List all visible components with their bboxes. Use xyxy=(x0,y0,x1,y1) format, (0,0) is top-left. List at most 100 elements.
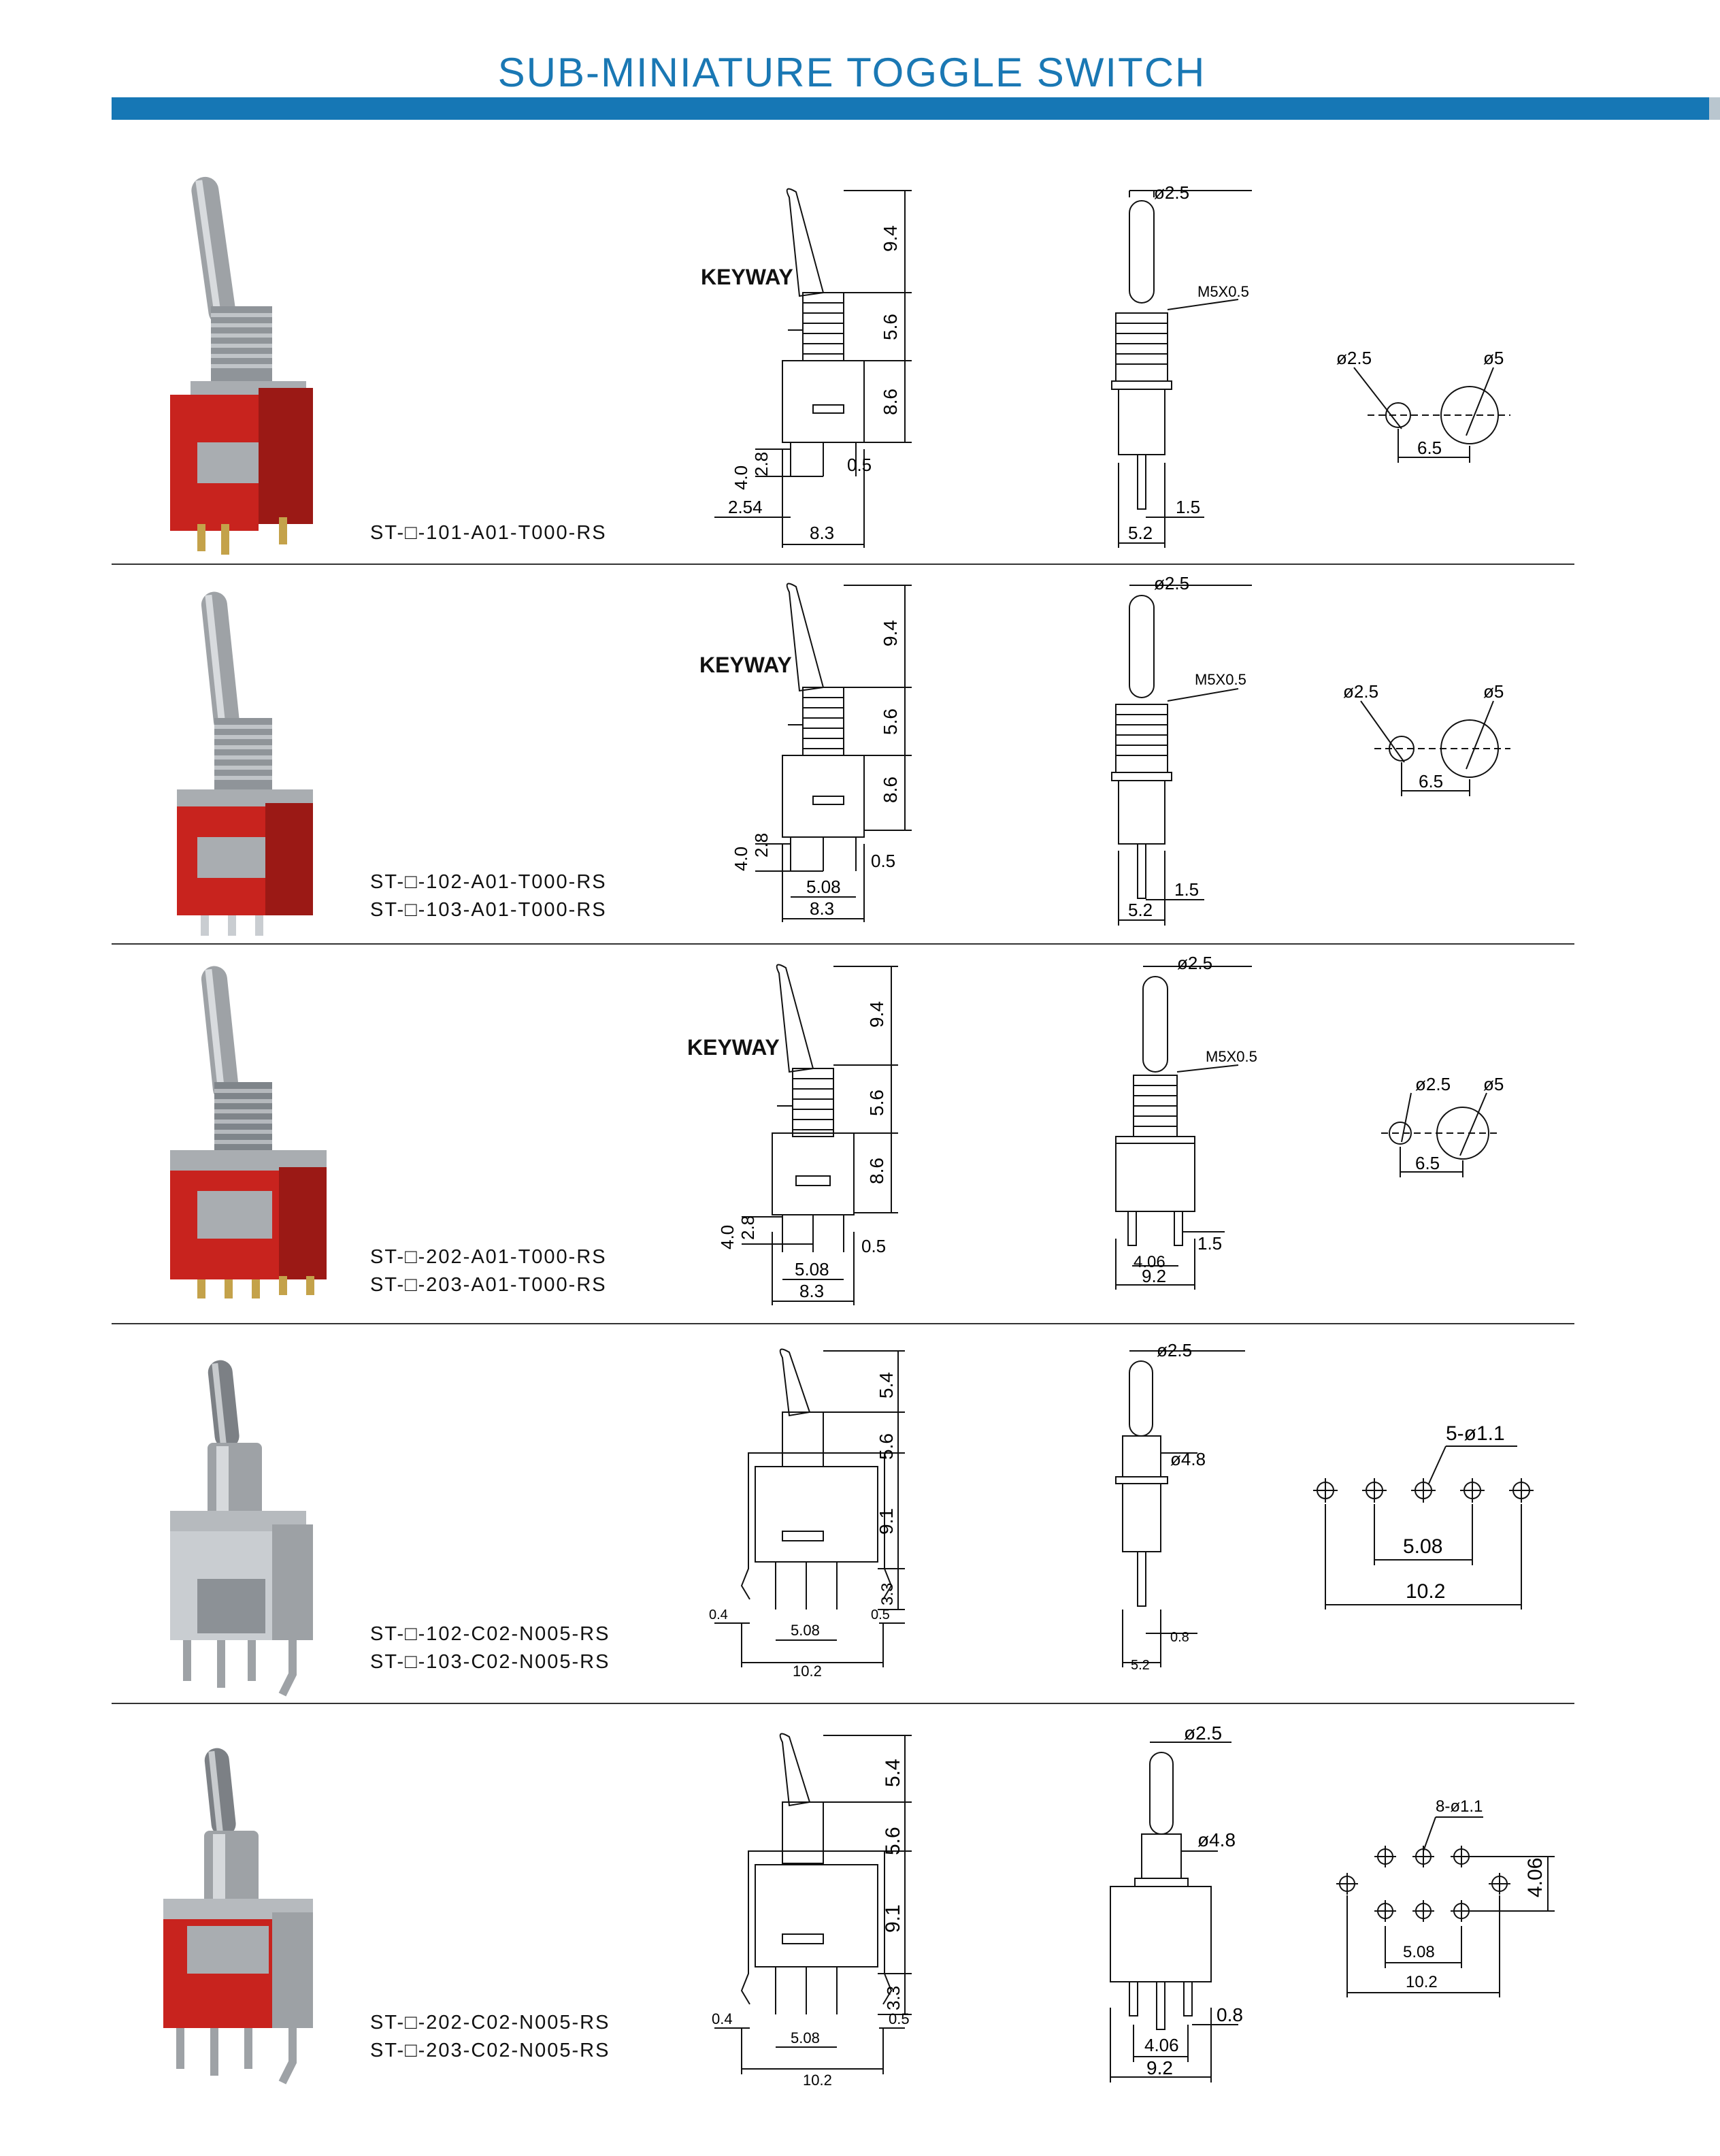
part-number: ST-□-203-A01-T000-RS xyxy=(370,1274,607,1296)
switch-photo xyxy=(163,1748,313,2085)
header-bar xyxy=(112,97,1720,120)
part-number-list: ST-□-202-A01-T000-RS ST-□-203-A01-T000-R… xyxy=(370,1243,607,1299)
dim-label: ø5 xyxy=(1483,681,1504,702)
dim-label: 5.2 xyxy=(1128,900,1153,920)
dim-label: ø2.5 xyxy=(1415,1074,1451,1094)
dim-label: ø2.5 xyxy=(1154,573,1189,593)
dim-label: 3.3 xyxy=(883,1986,904,2010)
side-view-drawing: ø2.5 ø4.8 0.8 5.2 xyxy=(1115,1340,1245,1673)
dim-label: 0.5 xyxy=(861,1236,886,1256)
dim-label: 10.2 xyxy=(793,1663,822,1680)
dim-label: ø2.5 xyxy=(1177,953,1212,973)
dim-label: 8.6 xyxy=(880,389,901,415)
dim-label: ø2.5 xyxy=(1154,182,1189,203)
side-view-drawing: ø2.5 M5X0.5 1.5 4.06 9.2 xyxy=(1115,953,1257,1290)
dim-label: 5.4 xyxy=(876,1372,897,1399)
row-divider xyxy=(112,1703,1574,1704)
dim-label: 10.2 xyxy=(1406,1580,1445,1603)
header-bar-end xyxy=(1709,97,1720,120)
dim-label: ø4.8 xyxy=(1197,1829,1236,1850)
dim-label: ø4.8 xyxy=(1170,1449,1206,1469)
part-number: ST-□-203-C02-N005-RS xyxy=(370,2040,610,2061)
part-number-list: ST-□-102-A01-T000-RS ST-□-103-A01-T000-R… xyxy=(370,868,607,924)
dim-label: 2.8 xyxy=(738,1215,758,1240)
row-divider xyxy=(112,943,1574,945)
front-view-drawing: 5.4 5.6 9.1 3.3 0.4 0.5 5.08 10.2 xyxy=(709,1348,905,1680)
dim-label: 9.4 xyxy=(880,620,901,647)
dim-label: 0.4 xyxy=(712,2010,733,2027)
part-number: ST-□-103-C02-N005-RS xyxy=(370,1651,610,1673)
dim-label: 5.08 xyxy=(791,2029,820,2046)
pcb-layout-drawing: 5-ø1.1 5.08 10.2 xyxy=(1313,1422,1534,1610)
dim-label: 4.0 xyxy=(731,847,751,871)
dim-label: 9.4 xyxy=(866,1001,887,1028)
part-number-list: ST-□-102-C02-N005-RS ST-□-103-C02-N005-R… xyxy=(370,1620,610,1676)
row-divider xyxy=(112,564,1574,565)
dim-label: 8.6 xyxy=(880,777,901,803)
dim-label: ø5 xyxy=(1483,1074,1504,1094)
dim-label: 5.6 xyxy=(880,708,901,735)
dim-label: 8.3 xyxy=(810,523,834,543)
dim-label: ø5 xyxy=(1483,348,1504,368)
dim-label: 8.3 xyxy=(810,898,834,919)
panel-cutout-drawing: ø2.5 ø5 6.5 xyxy=(1381,1074,1504,1177)
side-view-drawing: ø2.5 M5X0.5 1.5 5.2 xyxy=(1111,182,1252,548)
dim-label: 5.2 xyxy=(1128,523,1153,543)
dim-label: 0.5 xyxy=(889,2010,910,2027)
front-view-drawing: KEYWAY 9.4 5.6 8.6 4.0 2.8 0.5 2.54 8.3 xyxy=(701,188,912,548)
dim-label: 5-ø1.1 xyxy=(1446,1422,1505,1445)
row-divider xyxy=(112,1323,1574,1324)
dim-label: ø2.5 xyxy=(1336,348,1372,368)
dim-label: 9.2 xyxy=(1146,2057,1173,2078)
dim-label: 0.4 xyxy=(709,1607,728,1622)
switch-photo xyxy=(177,591,313,936)
dim-label: 5.2 xyxy=(1131,1658,1150,1673)
dim-label: 9.2 xyxy=(1142,1266,1166,1286)
part-number: ST-□-202-A01-T000-RS xyxy=(370,1246,607,1268)
pcb-layout-drawing: 8-ø1.1 5.08 10.2 4.06 xyxy=(1336,1797,1555,1997)
page-title: SUB-MINIATURE TOGGLE SWITCH xyxy=(497,50,1206,95)
dim-label: M5X0.5 xyxy=(1195,671,1246,688)
switch-photo xyxy=(170,966,327,1298)
keyway-label: KEYWAY xyxy=(701,265,793,289)
dim-label: 5.08 xyxy=(1403,1943,1435,1961)
dim-label: ø2.5 xyxy=(1184,1722,1222,1744)
panel-cutout-drawing: ø2.5 ø5 6.5 xyxy=(1336,348,1510,463)
dim-label: 0.8 xyxy=(1170,1630,1189,1645)
part-number: ST-□-103-A01-T000-RS xyxy=(370,899,607,921)
part-number-list: ST-□-101-A01-T000-RS xyxy=(370,519,607,547)
dim-label: 1.5 xyxy=(1197,1233,1222,1254)
front-view-drawing: 5.4 5.6 9.1 3.3 0.4 0.5 5.08 10.2 xyxy=(712,1733,912,2089)
dim-label: 1.5 xyxy=(1176,497,1200,517)
dim-label: 0.8 xyxy=(1217,2004,1243,2025)
front-view-drawing: KEYWAY 9.4 5.6 8.6 4.0 2.8 0.5 5.08 8.3 xyxy=(687,964,898,1305)
dim-label: 4.0 xyxy=(731,466,751,490)
dim-label: 4.0 xyxy=(717,1225,738,1250)
dim-label: 2.54 xyxy=(728,497,763,517)
dim-label: 9.4 xyxy=(880,225,901,252)
dim-label: 4.06 xyxy=(1144,2035,1179,2055)
dim-label: 4.06 xyxy=(1524,1858,1547,1897)
dim-label: 6.5 xyxy=(1419,771,1443,791)
dim-label: 10.2 xyxy=(803,2072,832,2089)
part-number: ST-□-102-A01-T000-RS xyxy=(370,871,607,893)
dim-label: 9.1 xyxy=(882,1904,904,1933)
dim-label: ø2.5 xyxy=(1343,681,1378,702)
dim-label: 8.6 xyxy=(866,1158,887,1184)
dim-label: M5X0.5 xyxy=(1206,1048,1257,1065)
part-number-list: ST-□-202-C02-N005-RS ST-□-203-C02-N005-R… xyxy=(370,2009,610,2065)
dim-label: 5.08 xyxy=(1403,1535,1442,1558)
dim-label: 5.6 xyxy=(880,314,901,340)
switch-photo xyxy=(170,176,313,555)
dim-label: 5.08 xyxy=(791,1622,820,1639)
dim-label: 9.1 xyxy=(876,1508,897,1535)
part-number: ST-□-101-A01-T000-RS xyxy=(370,522,607,544)
dim-label: 0.5 xyxy=(847,455,872,475)
dim-label: 8-ø1.1 xyxy=(1436,1797,1483,1816)
side-view-drawing: ø2.5 M5X0.5 1.5 5.2 xyxy=(1111,573,1252,926)
dim-label: 1.5 xyxy=(1174,879,1199,900)
panel-cutout-drawing: ø2.5 ø5 6.5 xyxy=(1343,681,1510,796)
dim-label: 5.08 xyxy=(806,877,841,897)
dim-label: 6.5 xyxy=(1415,1153,1440,1173)
dim-label: 5.08 xyxy=(795,1259,829,1279)
